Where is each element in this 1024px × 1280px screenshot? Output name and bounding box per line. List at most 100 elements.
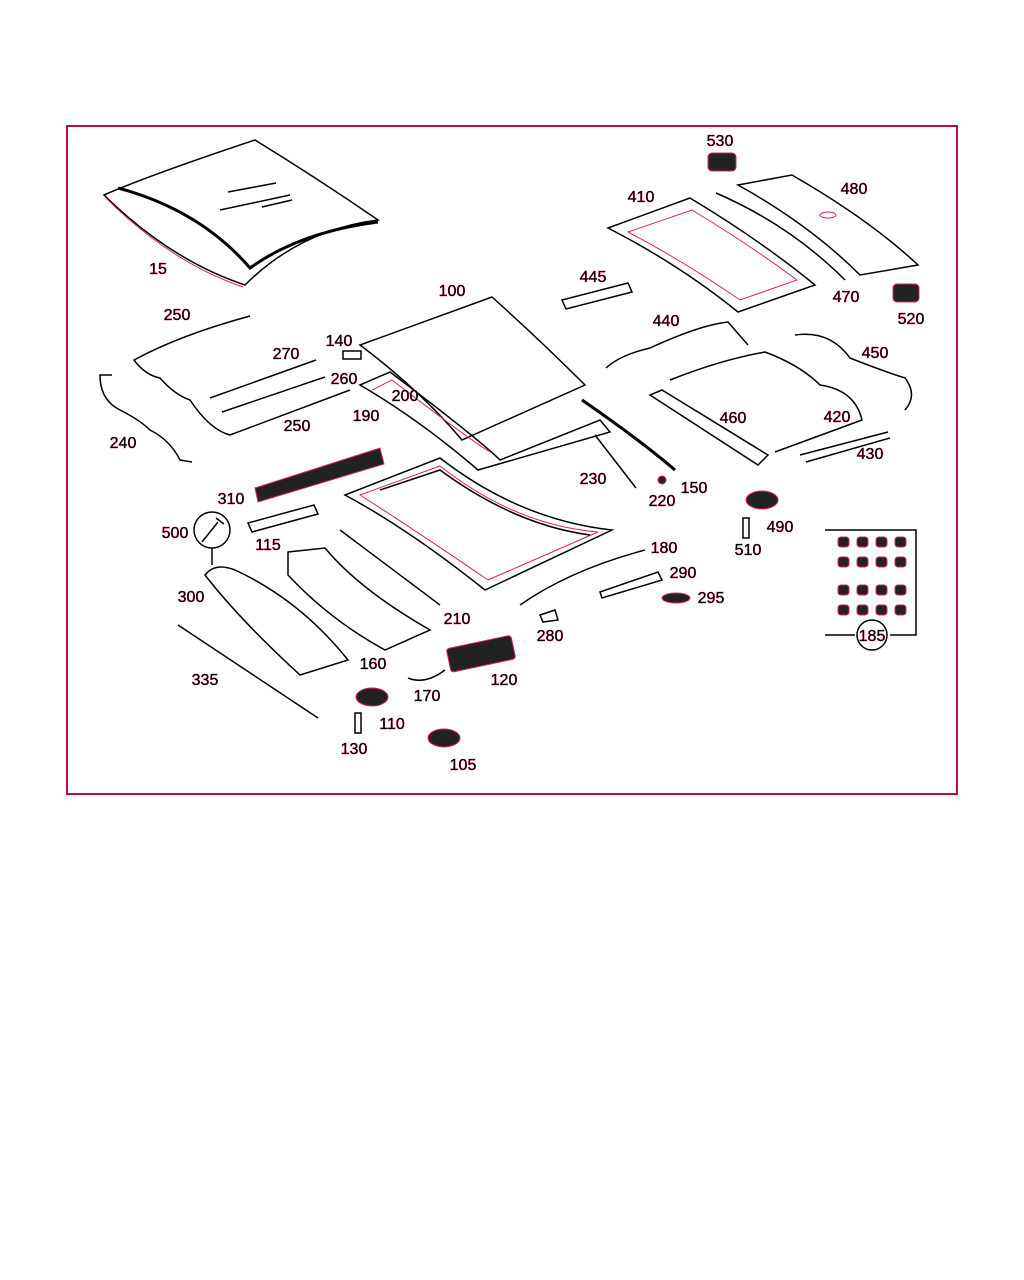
part-220[interactable] [657,475,667,485]
kit-piece [894,604,907,616]
kit-piece [894,536,907,548]
part-label-150[interactable]: 150 [680,480,708,498]
part-label-115[interactable]: 115 [255,537,281,555]
part-label-140[interactable]: 140 [325,333,353,351]
kit-piece [856,584,869,596]
part-15-roof-panel[interactable] [102,139,381,288]
part-240-cable[interactable] [99,374,193,463]
part-label-490[interactable]: 490 [766,519,794,537]
part-520[interactable] [892,283,920,303]
part-label-210[interactable]: 210 [443,611,471,629]
part-250-seal[interactable] [132,315,351,436]
part-440-cable[interactable] [605,321,749,369]
part-label-160[interactable]: 160 [359,656,387,674]
part-label-530[interactable]: 530 [706,133,734,151]
kit-piece [856,536,869,548]
part-label-170[interactable]: 170 [413,688,441,706]
part-label-310[interactable]: 310 [217,491,245,509]
part-label-130[interactable]: 130 [340,741,368,759]
part-310-sunshade[interactable] [254,447,385,503]
part-label-250[interactable]: 250 [283,418,311,436]
kit-piece [894,584,907,596]
part-115[interactable] [246,504,320,533]
part-label-510[interactable]: 510 [734,542,762,560]
diagram-frame [66,125,958,795]
part-110[interactable] [355,687,389,707]
part-label-280[interactable]: 280 [536,628,564,646]
part-label-445[interactable]: 445 [579,269,607,287]
part-label-180[interactable]: 180 [650,540,678,558]
kit-piece [875,556,888,568]
part-label-470[interactable]: 470 [832,289,860,307]
part-label-260[interactable]: 260 [330,371,358,389]
part-140-screw[interactable] [342,350,362,360]
part-label-105[interactable]: 105 [449,757,477,775]
part-label-250[interactable]: 250 [163,307,191,325]
part-120-motor[interactable] [446,635,516,673]
part-label-440[interactable]: 440 [652,313,680,331]
part-160-crossmember[interactable] [287,547,432,651]
part-label-410[interactable]: 410 [627,189,655,207]
part-label-290[interactable]: 290 [669,565,697,583]
part-295[interactable] [661,592,691,604]
part-510-bolt[interactable] [742,517,750,539]
part-label-520[interactable]: 520 [897,311,925,329]
part-480-panel[interactable] [735,174,920,276]
part-main-frame[interactable] [343,457,615,591]
part-430-rail[interactable] [799,431,891,463]
part-label-295[interactable]: 295 [697,590,725,608]
part-185-kit[interactable] [825,529,917,651]
part-150-rail[interactable] [581,398,676,472]
part-290[interactable] [599,571,664,599]
part-100-glass-panel[interactable] [358,296,587,441]
part-label-270[interactable]: 270 [272,346,300,364]
part-270-strip[interactable] [209,359,317,399]
part-445[interactable] [560,282,634,310]
part-190-seal-frame[interactable] [358,371,612,471]
kit-piece [894,556,907,568]
part-label-220[interactable]: 220 [648,493,676,511]
part-410-frame[interactable] [606,197,817,313]
part-label-200[interactable]: 200 [391,388,419,406]
part-230-rail[interactable] [594,434,637,489]
part-label-420[interactable]: 420 [823,409,851,427]
part-label-430[interactable]: 430 [856,446,884,464]
part-label-240[interactable]: 240 [109,435,137,453]
part-label-300[interactable]: 300 [177,589,205,607]
part-470-strip[interactable] [715,192,846,281]
kit-piece [837,536,850,548]
part-label-110[interactable]: 110 [379,716,405,734]
part-300-panel[interactable] [204,566,350,676]
part-180-strip[interactable] [519,549,646,606]
part-280[interactable] [538,609,559,623]
part-130-bolt[interactable] [354,712,362,734]
kit-piece [837,584,850,596]
kit-piece [856,604,869,616]
part-label-450[interactable]: 450 [861,345,889,363]
part-210-rail[interactable] [339,529,441,606]
part-label-460[interactable]: 460 [719,410,747,428]
part-460-deflector[interactable] [648,389,770,466]
part-170-cable[interactable] [407,669,446,681]
part-label-480[interactable]: 480 [840,181,868,199]
part-490[interactable] [745,490,779,510]
part-420-cable[interactable] [669,351,863,453]
part-105[interactable] [427,728,461,748]
part-500-wrench-icon[interactable] [193,511,231,565]
part-label-120[interactable]: 120 [490,672,518,690]
part-label-185[interactable]: 185 [858,628,886,646]
part-335-strip[interactable] [177,624,319,719]
part-label-100[interactable]: 100 [438,283,466,301]
part-label-500[interactable]: 500 [161,525,189,543]
part-label-230[interactable]: 230 [579,471,607,489]
part-450-cable[interactable] [794,333,913,411]
part-label-335[interactable]: 335 [191,672,219,690]
kit-piece [837,556,850,568]
part-260-strip[interactable] [221,376,326,413]
kit-piece [875,584,888,596]
part-label-190[interactable]: 190 [352,408,380,426]
part-label-15[interactable]: 15 [149,261,167,279]
part-530[interactable] [707,152,737,172]
kit-piece [837,604,850,616]
